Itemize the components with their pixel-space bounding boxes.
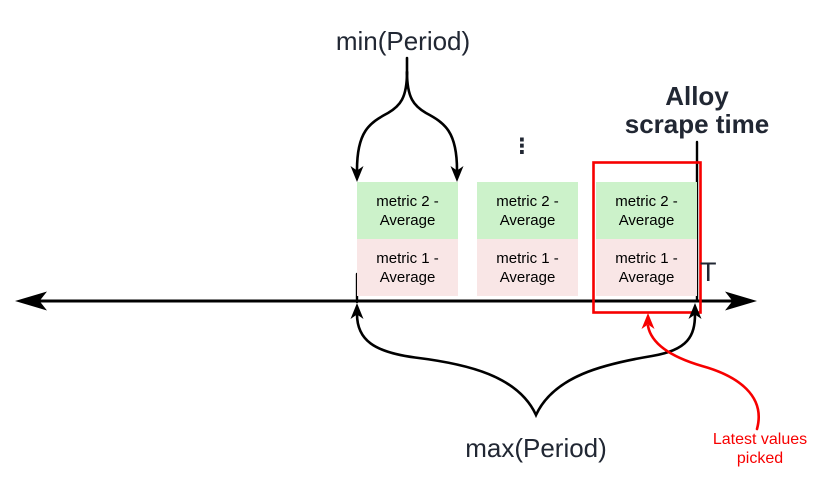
metric1-average-cell: metric 1 - Average	[596, 239, 697, 296]
axis-left-arrowhead	[15, 291, 47, 311]
sample-group-1: metric 2 - Average metric 1 - Average	[357, 182, 458, 296]
latest-values-arrow	[641, 313, 760, 431]
metric2-average-cell: metric 2 - Average	[477, 182, 578, 239]
alloy-scrape-time-label: Alloy scrape time	[624, 81, 770, 139]
max-brace-right-arrowhead	[688, 303, 702, 319]
metric1-average-cell: metric 1 - Average	[477, 239, 578, 296]
max-brace-left-arrowhead	[350, 303, 364, 319]
max-period-brace-arrow	[350, 303, 702, 419]
continuation-ellipsis: ⋮	[511, 135, 533, 158]
timeline-axis	[15, 291, 757, 311]
axis-right-arrowhead	[725, 291, 757, 311]
sample-group-3: metric 2 - Average metric 1 - Average	[596, 182, 697, 296]
latest-values-highlight-rect	[592, 161, 702, 314]
sample-group-2: metric 2 - Average metric 1 - Average	[477, 182, 578, 296]
min-brace-right-arrowhead	[450, 166, 464, 182]
min-brace-left-arrowhead	[350, 166, 364, 182]
time-axis-label: T	[700, 257, 717, 287]
latest-values-arrowhead	[641, 313, 655, 329]
metric2-average-cell: metric 2 - Average	[596, 182, 697, 239]
latest-values-label: Latest values picked	[712, 431, 808, 467]
min-period-brace-arrow	[350, 56, 464, 182]
max-period-label: max(Period)	[465, 433, 607, 463]
metric2-average-cell: metric 2 - Average	[357, 182, 458, 239]
metric1-average-cell: metric 1 - Average	[357, 239, 458, 296]
min-period-label: min(Period)	[335, 26, 471, 56]
